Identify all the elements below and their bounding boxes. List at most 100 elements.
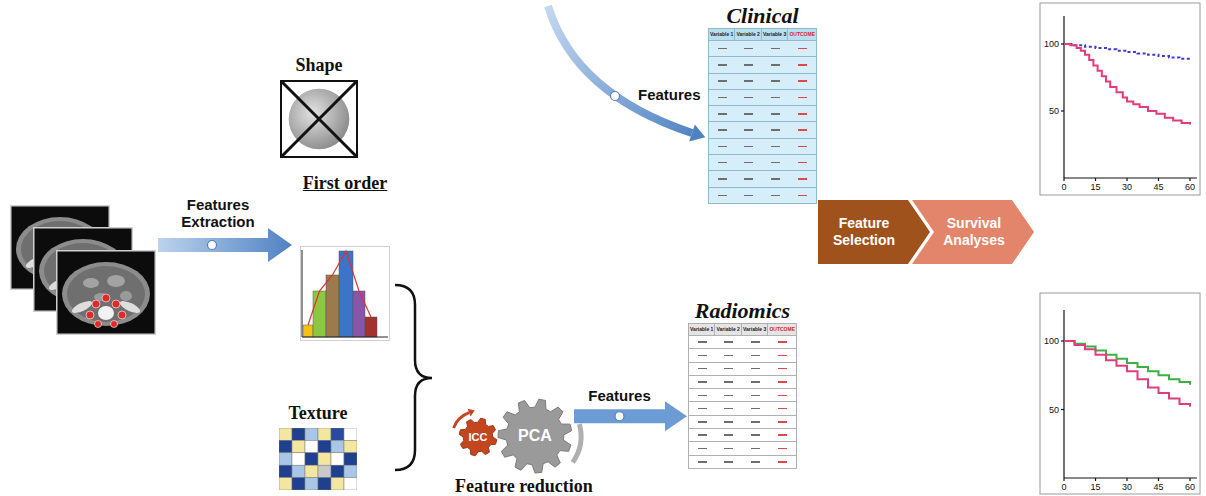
histogram-axis xyxy=(302,337,388,338)
gear-outline xyxy=(459,418,497,456)
texture-cell xyxy=(331,453,344,465)
km-chart xyxy=(1064,341,1190,407)
table-cell xyxy=(768,349,796,361)
survival-curve xyxy=(1064,341,1190,407)
arrow-dot xyxy=(611,92,620,101)
graphic-part xyxy=(95,321,102,328)
table-cell xyxy=(742,363,768,375)
value-dash xyxy=(798,129,807,131)
value-dash xyxy=(718,80,727,82)
value-dash xyxy=(744,80,753,82)
value-dash xyxy=(724,341,733,343)
gear-label: ICC xyxy=(469,432,488,443)
table-cell xyxy=(689,429,715,441)
table-cell xyxy=(762,57,788,72)
texture-cell xyxy=(279,465,292,477)
table-cell xyxy=(762,122,788,137)
graphic-part xyxy=(118,311,126,319)
figure-box xyxy=(280,80,358,158)
value-dash xyxy=(744,146,753,148)
value-dash xyxy=(724,408,733,410)
value-dash xyxy=(778,448,787,450)
value-dash xyxy=(724,421,733,423)
ct-slice xyxy=(57,251,156,335)
graphic-part xyxy=(1063,478,1064,481)
graphic-part xyxy=(1061,43,1064,44)
graphic-part xyxy=(1095,478,1096,481)
table-header-row: Variable 1Variable 2Variable 3OUTCOME xyxy=(709,29,816,41)
table-row xyxy=(689,416,796,429)
value-dash xyxy=(771,162,780,164)
table-cell xyxy=(735,57,761,72)
histogram-bar xyxy=(313,291,326,337)
table-cell xyxy=(689,416,715,428)
table-cell xyxy=(768,416,796,428)
table-cell xyxy=(709,188,735,203)
graphic-part xyxy=(111,321,118,328)
value-dash xyxy=(698,395,707,397)
graphic-part xyxy=(1063,178,1064,181)
texture-cell xyxy=(318,428,331,440)
value-dash xyxy=(751,448,760,450)
table-cell xyxy=(715,402,741,414)
axis-tick-label: 15 xyxy=(1090,482,1100,492)
value-dash xyxy=(718,129,727,131)
radiomics-table: RadiomicsVariable 1Variable 2Variable 3O… xyxy=(688,298,797,469)
column-header: Variable 1 xyxy=(709,29,735,40)
value-dash xyxy=(718,48,727,50)
table-row xyxy=(709,139,816,155)
shape-feature-box: Shape xyxy=(276,54,362,158)
table-row xyxy=(709,188,816,203)
table-cell xyxy=(715,336,741,348)
table-cell xyxy=(742,456,768,468)
table-cell xyxy=(768,363,796,375)
rotation-arrow xyxy=(454,413,470,429)
table-cell xyxy=(768,429,796,441)
value-dash xyxy=(771,178,780,180)
table-cell xyxy=(762,188,788,203)
arrow-dot xyxy=(615,412,624,421)
value-dash xyxy=(751,408,760,410)
axis-tick-label: 15 xyxy=(1090,182,1100,192)
value-dash xyxy=(744,195,753,197)
table-cell xyxy=(735,155,761,170)
table-cell xyxy=(715,429,741,441)
value-dash xyxy=(778,341,787,343)
value-dash xyxy=(698,448,707,450)
value-dash xyxy=(751,341,760,343)
table-cell xyxy=(788,57,816,72)
value-dash xyxy=(778,461,787,463)
texture-cell xyxy=(305,428,318,440)
column-header: Variable 2 xyxy=(735,29,761,40)
survival-curve xyxy=(1064,341,1190,385)
figure-box xyxy=(279,428,357,490)
table-row xyxy=(709,41,816,57)
graphic-part xyxy=(1064,477,1197,478)
figure-heading: Texture xyxy=(276,402,360,424)
table-cell xyxy=(788,188,816,203)
figure-box xyxy=(300,246,390,341)
table-cell xyxy=(742,376,768,388)
table-row xyxy=(689,402,796,415)
value-dash xyxy=(771,195,780,197)
value-dash xyxy=(771,113,780,115)
table-row xyxy=(709,90,816,106)
graphic-part xyxy=(1158,478,1159,481)
table-cell xyxy=(768,442,796,454)
table-title: Clinical xyxy=(708,3,817,28)
value-dash xyxy=(698,461,707,463)
survival-analyses-chevron: Survival Analyses xyxy=(912,200,1034,264)
graphic-part xyxy=(92,300,100,308)
value-dash xyxy=(798,162,807,164)
value-dash xyxy=(744,178,753,180)
table-cell xyxy=(689,442,715,454)
value-dash xyxy=(798,113,807,115)
axis-tick-label: 60 xyxy=(1185,182,1195,192)
value-dash xyxy=(698,368,707,370)
value-dash xyxy=(744,48,753,50)
table-cell xyxy=(762,74,788,89)
histogram-bar xyxy=(353,291,365,337)
table-cell xyxy=(768,336,796,348)
value-dash xyxy=(744,129,753,131)
